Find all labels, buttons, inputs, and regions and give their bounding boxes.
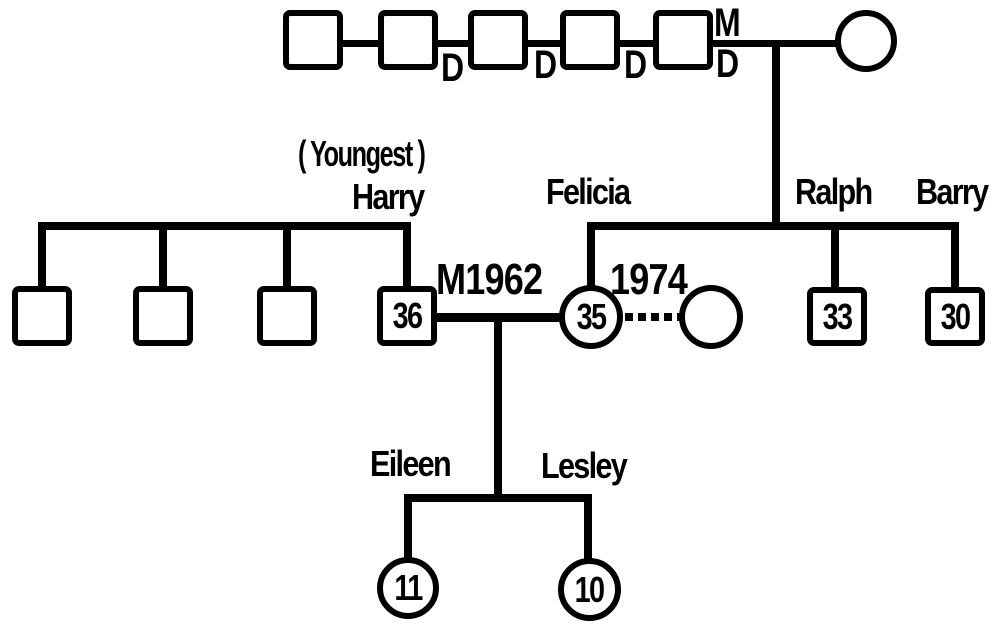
barry-square: 30 [925, 287, 985, 346]
felicia-drop-line [587, 222, 595, 288]
brother3-square [257, 286, 317, 346]
gen1-wife-circle [835, 10, 897, 72]
brother1-drop-line [38, 222, 46, 290]
barry-label: Barry [916, 171, 989, 212]
harry-square: 36 [377, 286, 437, 346]
harry-age: 36 [392, 295, 423, 336]
eileen-drop-line [404, 494, 412, 560]
gen1-descent-line [772, 44, 780, 230]
felicia-circle: 35 [559, 285, 623, 349]
ralph-age: 33 [822, 295, 853, 337]
gen2-descent-line [494, 318, 502, 502]
lesley-label: Lesley [541, 445, 628, 486]
gen1-divorce-label-1: D [441, 46, 465, 90]
lesley-age: 10 [575, 568, 605, 610]
ralph-drop-line [831, 222, 839, 290]
gen1-divorce-label-3: D [624, 43, 648, 87]
youngest-note: ( Youngest ) [298, 133, 426, 174]
brother2-drop-line [159, 222, 167, 290]
eileen-circle: 11 [377, 557, 439, 619]
gen1-husband-square-3 [468, 10, 528, 70]
lesley-circle: 10 [558, 558, 621, 621]
ralph-square: 33 [807, 287, 867, 346]
gen1-husband-square-1 [283, 10, 343, 70]
separation-year-label: 1974 [610, 255, 688, 304]
marriage-year-label: M1962 [436, 255, 543, 304]
gen1-husband-square-5 [653, 10, 713, 70]
gen2-left-sibling-line [38, 222, 411, 230]
eileen-age: 11 [394, 567, 423, 608]
second-partner-circle [679, 285, 743, 349]
gen1-husband-square-2 [378, 10, 438, 70]
gen1-divorce-label-2: D [534, 43, 558, 87]
felicia-age: 35 [576, 296, 607, 337]
gen2-right-sibling-line [587, 222, 959, 230]
separation-dotted-line [625, 313, 680, 321]
eileen-label: Eileen [370, 443, 452, 484]
gen1-husband-square-4 [560, 10, 620, 70]
brother1-square [12, 286, 72, 346]
gen1-marriage-label: M [714, 1, 741, 45]
gen1-divorce-label-4: D [716, 42, 740, 86]
barry-age: 30 [940, 295, 971, 337]
barry-drop-line [951, 222, 959, 290]
felicia-label: Felicia [546, 171, 631, 212]
gen3-sibling-line [404, 494, 592, 502]
harry-label: Harry [352, 176, 425, 217]
ralph-label: Ralph [795, 171, 873, 212]
lesley-drop-line [584, 494, 592, 561]
harry-drop-line [403, 222, 411, 290]
harry-felicia-marriage-line [437, 313, 561, 322]
brother2-square [133, 286, 193, 346]
brother3-drop-line [283, 222, 291, 290]
